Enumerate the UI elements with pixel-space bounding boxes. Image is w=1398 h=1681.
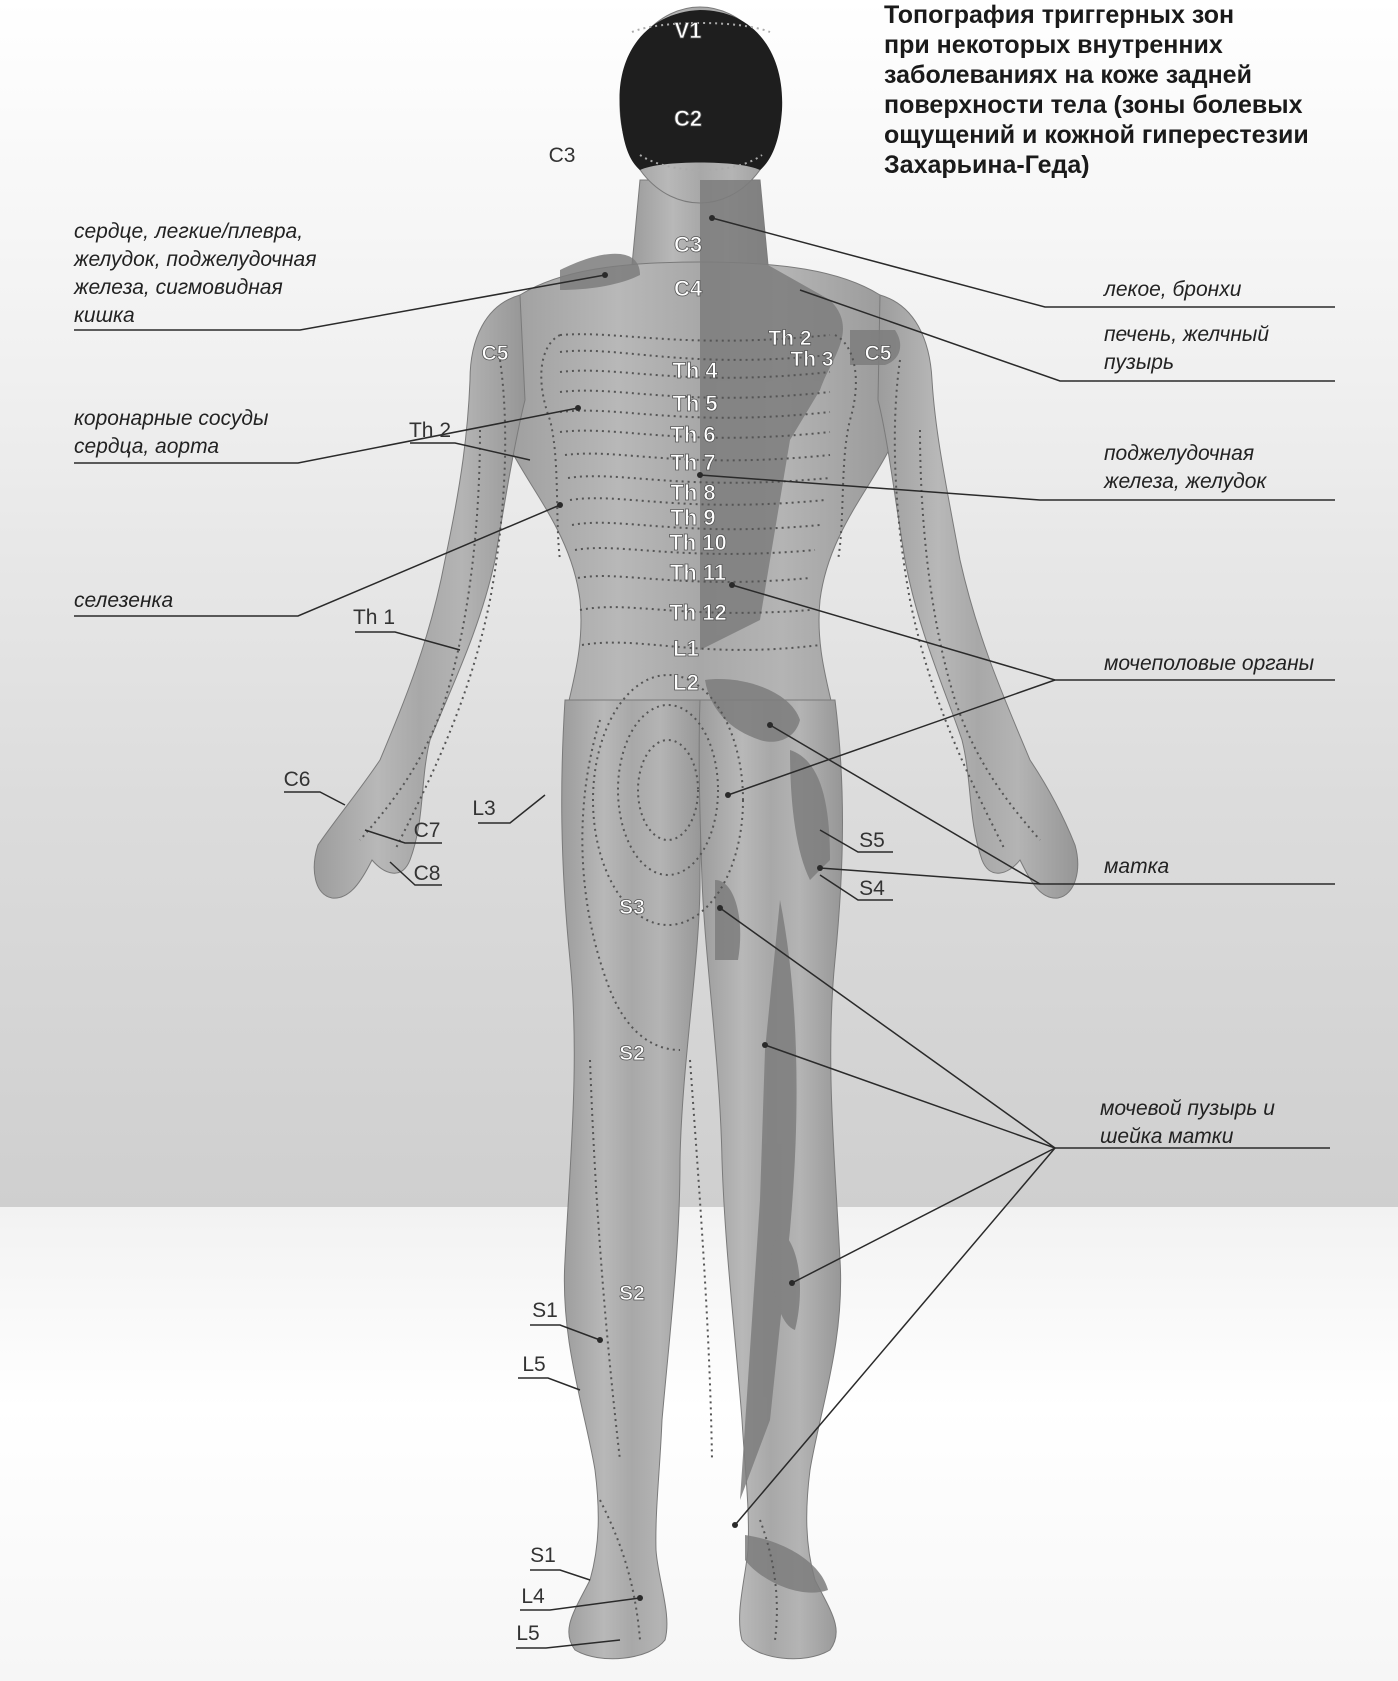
label-s4: S4	[859, 877, 885, 900]
label-s1-foot: S1	[530, 1544, 556, 1567]
label-urogenital: мочеполовые органы	[1104, 650, 1314, 678]
label-th6: Th 6	[670, 422, 715, 447]
label-th9: Th 9	[670, 505, 715, 530]
label-l5-calf: L5	[522, 1353, 545, 1376]
label-s5: S5	[859, 829, 885, 852]
label-th2-right: Th 2	[768, 327, 811, 350]
label-s2-thigh: S2	[619, 1042, 645, 1065]
label-s2-calf: S2	[619, 1282, 645, 1305]
label-bladder: мочевой пузырь и шейка матки	[1100, 1095, 1275, 1151]
label-c6: C6	[284, 768, 311, 791]
label-th11: Th 11	[670, 560, 726, 585]
label-th10: Th 10	[669, 530, 726, 555]
label-th8: Th 8	[670, 480, 715, 505]
left-leg	[562, 700, 703, 1659]
label-l5-foot: L5	[516, 1622, 539, 1645]
label-lungs-bronchi: лекое, бронхи	[1104, 276, 1241, 304]
diagram-title: Топография триггерных зон при некоторых …	[884, 0, 1394, 180]
right-arm	[878, 295, 1078, 898]
label-th2-left: Th 2	[409, 419, 451, 442]
label-c7: C7	[414, 819, 441, 842]
label-th4: Th 4	[672, 358, 718, 383]
label-th1-left: Th 1	[353, 606, 395, 629]
label-s1-calf: S1	[532, 1299, 558, 1322]
label-heart-lungs: сердце, легкие/плевра, желудок, поджелуд…	[74, 218, 316, 330]
label-c4: C4	[674, 276, 703, 301]
label-l1: L1	[673, 636, 699, 661]
label-spleen: селезенка	[74, 587, 173, 615]
leader-l5-calf	[518, 1378, 580, 1390]
label-th12: Th 12	[669, 600, 726, 625]
label-c5-right: C5	[865, 342, 892, 365]
label-th5: Th 5	[672, 391, 717, 416]
label-liver: печень, желчный пузырь	[1104, 321, 1269, 377]
label-pancreas: поджелудочная железа, желудок	[1104, 440, 1266, 496]
label-c5-left: C5	[482, 342, 509, 365]
label-l2: L2	[673, 670, 699, 695]
label-l3: L3	[472, 797, 495, 820]
label-c2: C2	[674, 106, 702, 131]
label-uterus: матка	[1104, 853, 1169, 881]
label-th3-right: Th 3	[790, 348, 833, 371]
label-c8: C8	[414, 862, 441, 885]
label-v1: V1	[675, 18, 702, 43]
label-s3: S3	[619, 896, 645, 919]
label-c3-head: C3	[549, 144, 576, 167]
label-coronary: коронарные сосуды сердца, аорта	[74, 405, 268, 461]
label-th7: Th 7	[670, 450, 715, 475]
leader-c6	[284, 792, 345, 805]
label-l4-foot: L4	[521, 1585, 545, 1608]
leader-s1-foot	[530, 1570, 590, 1580]
label-c3-spine: C3	[674, 232, 702, 257]
